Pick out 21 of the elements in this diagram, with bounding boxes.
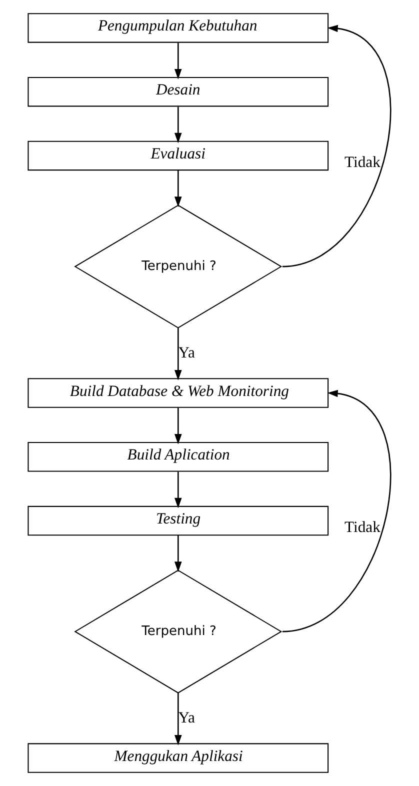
arrow bbox=[174, 42, 182, 80]
arrow bbox=[174, 692, 182, 746]
arrow bbox=[282, 24, 391, 268]
node-box: Build Database & Web Monitoring bbox=[28, 378, 329, 408]
arrow bbox=[174, 328, 182, 380]
node-box: Menggukan Aplikasi bbox=[28, 743, 329, 773]
edge-label: Tidak bbox=[344, 518, 380, 536]
node-diamond: Terpenuhi ? bbox=[74, 570, 282, 694]
arrow bbox=[174, 408, 182, 444]
arrow bbox=[174, 106, 182, 144]
node-diamond: Terpenuhi ? bbox=[74, 204, 282, 328]
node-box: Testing bbox=[28, 506, 329, 536]
edge-label: Tidak bbox=[344, 154, 380, 171]
node-box: Evaluasi bbox=[28, 140, 329, 171]
node-box: Pengumpulan Kebutuhan bbox=[28, 13, 329, 43]
arrow bbox=[174, 535, 182, 572]
arrow bbox=[282, 390, 391, 632]
node-box: Build Aplication bbox=[28, 442, 329, 472]
arrow bbox=[174, 170, 182, 208]
arrow bbox=[174, 472, 182, 508]
node-box: Desain bbox=[28, 77, 329, 107]
